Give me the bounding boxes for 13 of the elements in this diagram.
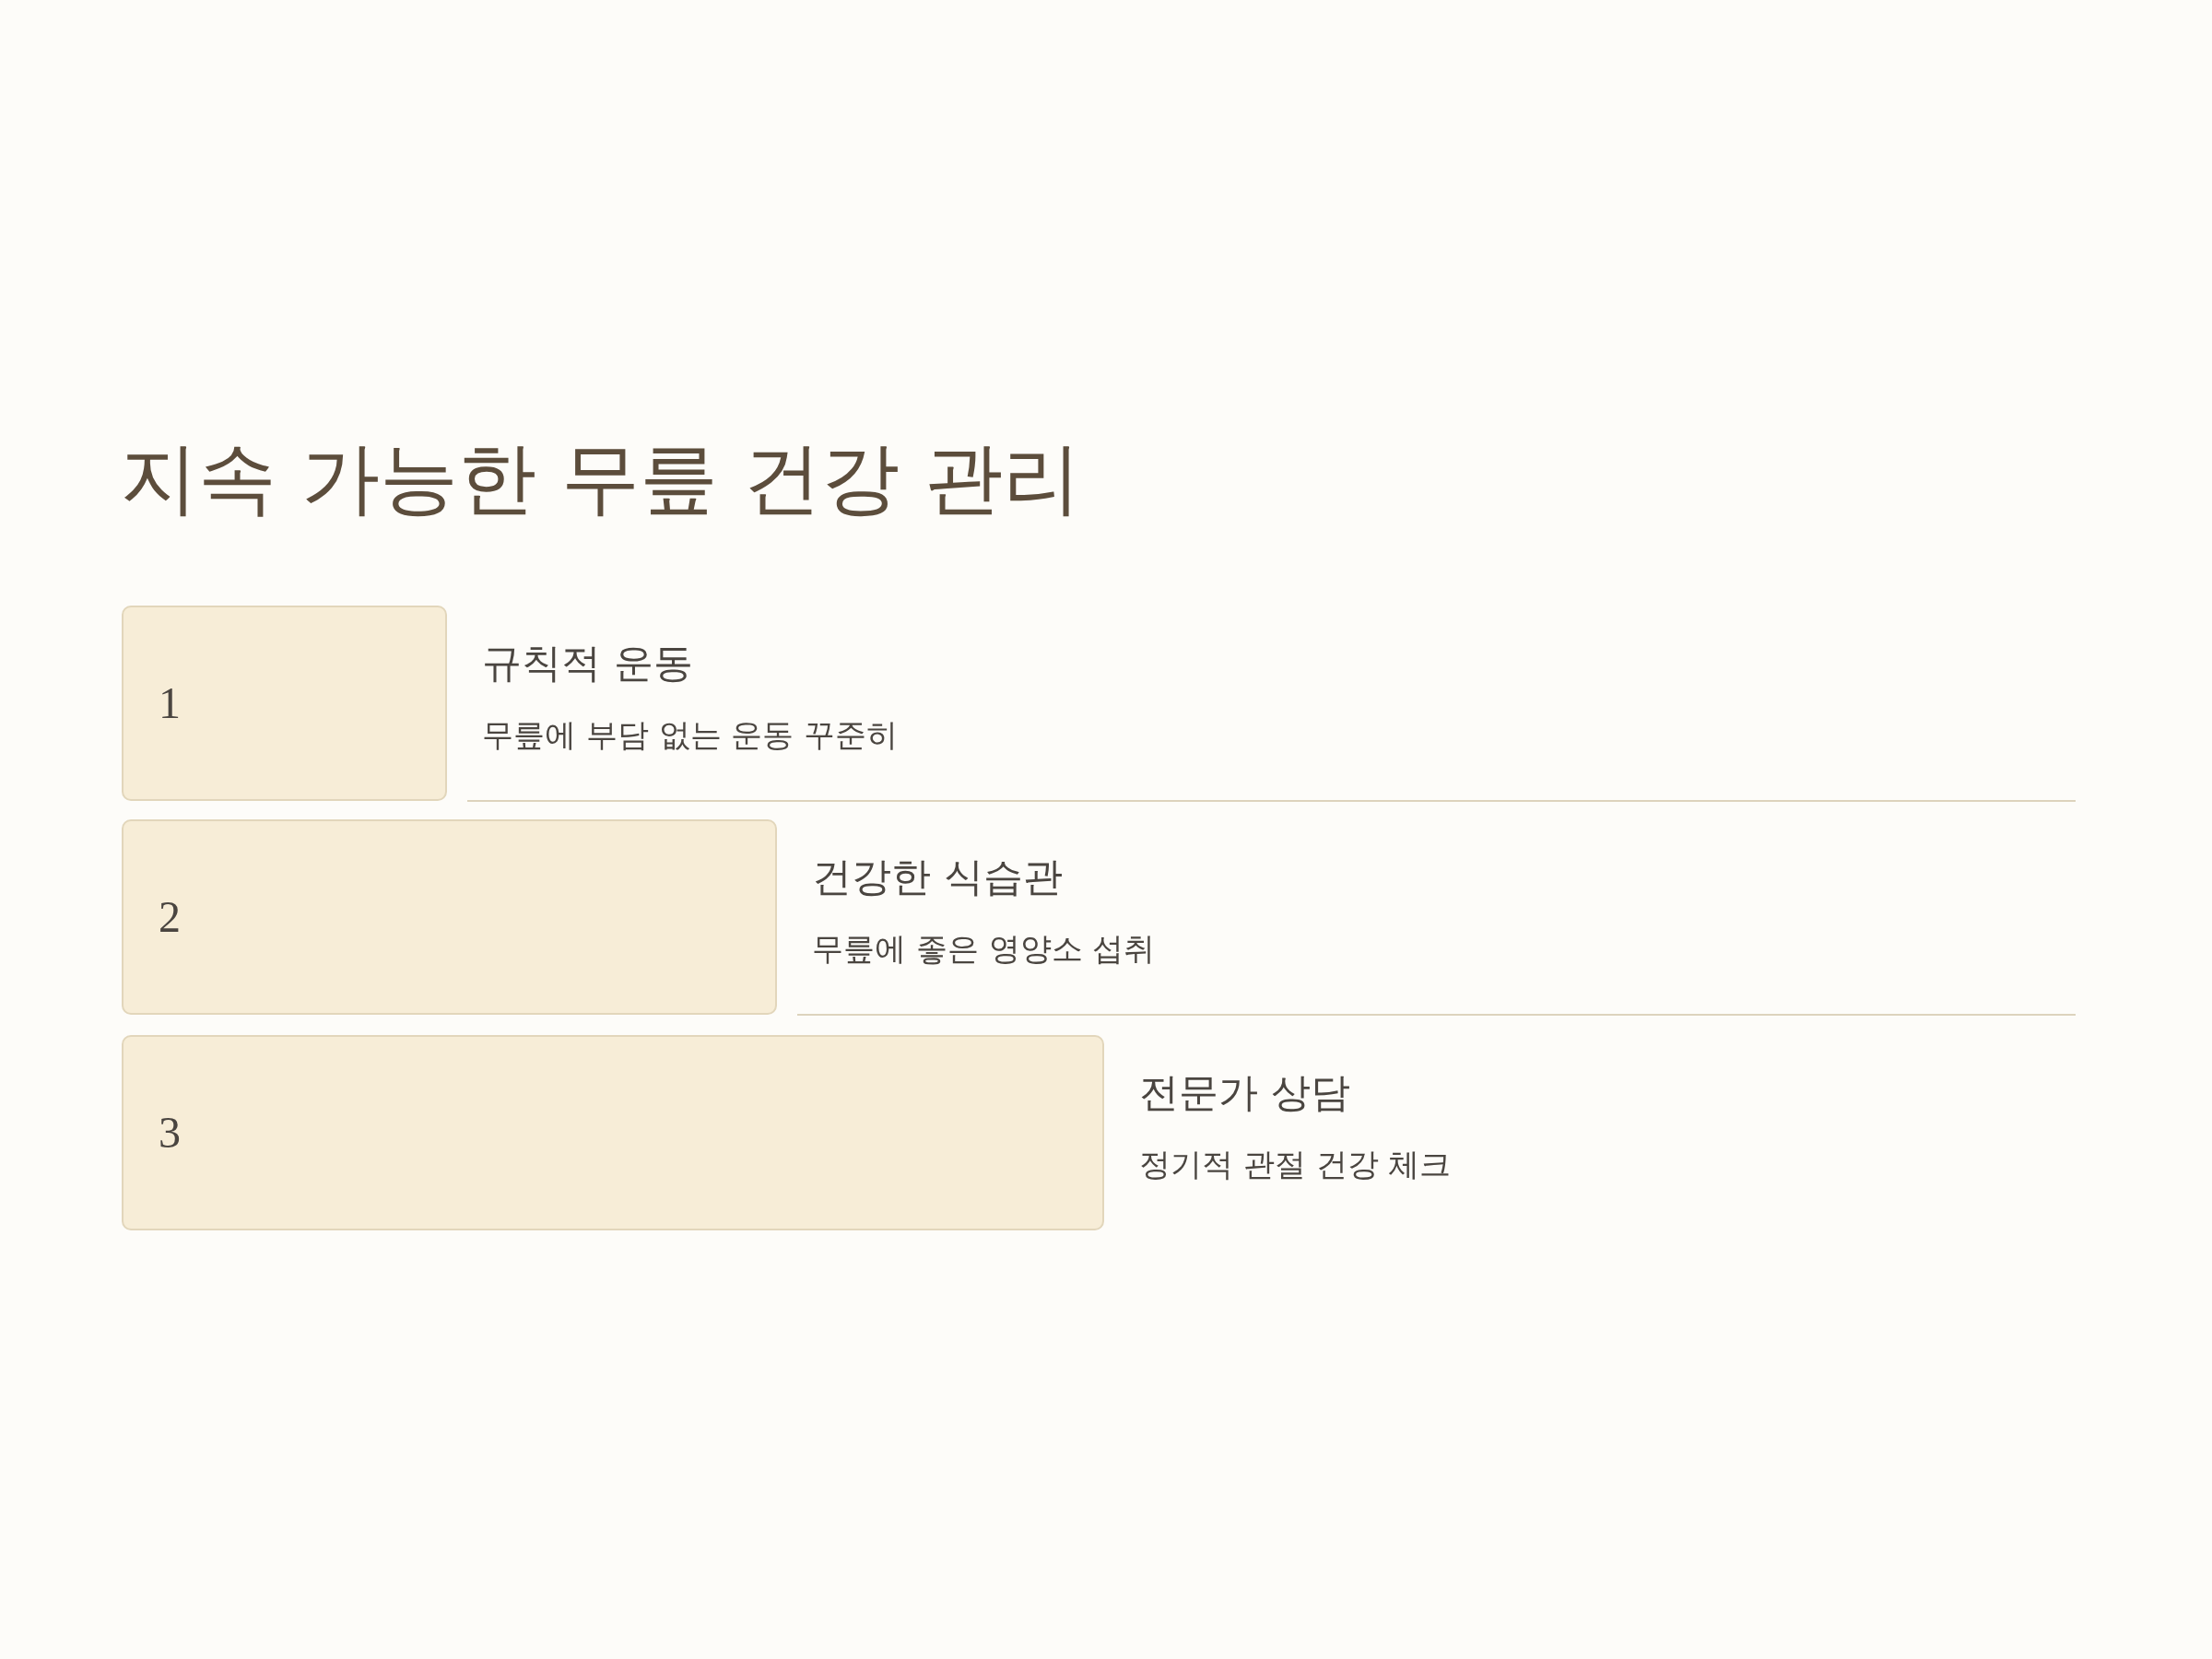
step-heading: 전문가 상담 xyxy=(1139,1069,1350,1117)
step-description: 무릎에 부담 없는 운동 꾸준히 xyxy=(482,715,899,754)
step-number: 3 xyxy=(159,1111,181,1155)
title: 지속 가능한 무릎 건강 관리 xyxy=(120,431,1082,525)
step-box xyxy=(122,819,777,1015)
step-box xyxy=(122,606,447,801)
step-number: 1 xyxy=(159,681,181,725)
step-box xyxy=(122,1035,1104,1230)
step-number: 2 xyxy=(159,895,181,939)
step-description: 무릎에 좋은 영양소 섭취 xyxy=(812,929,1156,968)
step-heading: 건강한 식습관 xyxy=(812,853,1063,901)
step-description: 정기적 관절 건강 체크 xyxy=(1139,1145,1452,1183)
step-heading: 규칙적 운동 xyxy=(482,640,693,688)
